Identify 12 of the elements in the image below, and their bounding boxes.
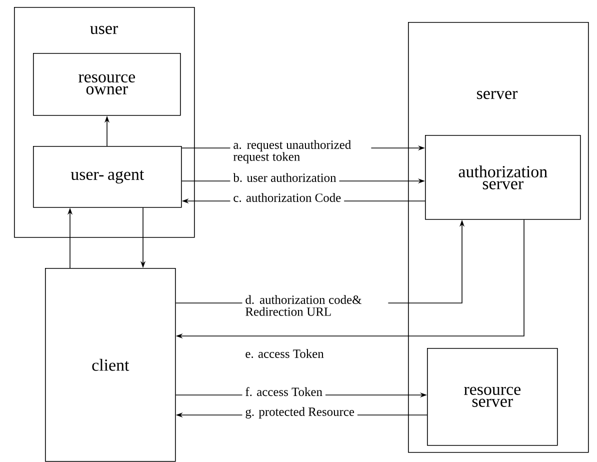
- process-box: resource server: [427, 348, 558, 446]
- edge-label: a. request unauthorized request token: [230, 137, 372, 166]
- edge-label: b. user authorization: [230, 170, 340, 185]
- edge-label: f. access Token: [242, 384, 326, 400]
- process-box: client: [45, 268, 176, 462]
- process-box: user- agent: [33, 146, 182, 208]
- edge-label: g. protected Resource: [242, 404, 358, 422]
- edge-label: e. access Token: [242, 346, 327, 361]
- edge-label: c. authorization Code: [230, 190, 344, 205]
- process-box: authorization server: [425, 135, 581, 220]
- edge-label: d. authorization code& Redirection URL: [242, 292, 388, 319]
- process-box: resource owner: [33, 53, 181, 116]
